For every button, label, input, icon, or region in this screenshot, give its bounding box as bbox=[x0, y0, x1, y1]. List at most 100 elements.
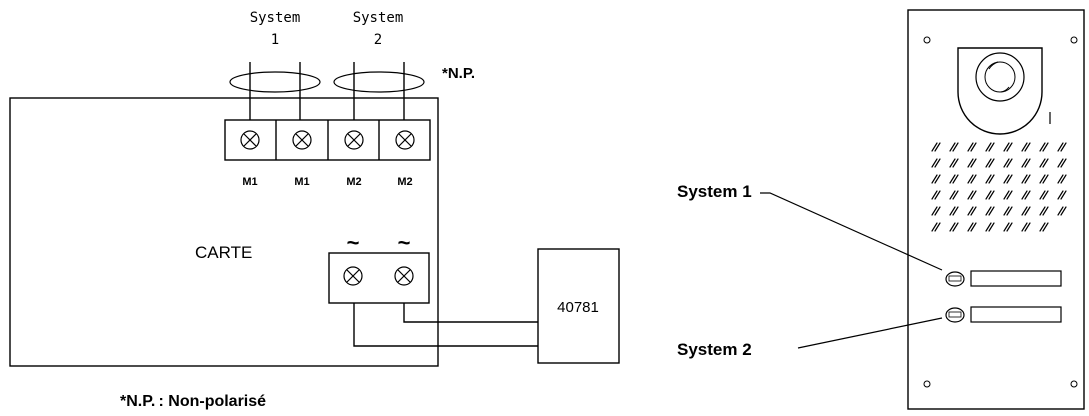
grille-slot bbox=[985, 206, 992, 216]
grille-slot bbox=[1021, 142, 1028, 152]
terminal-screw-icons bbox=[240, 130, 415, 150]
grille-slot bbox=[1057, 174, 1064, 184]
grille-slot bbox=[1057, 158, 1064, 168]
grille-slot bbox=[1057, 190, 1064, 200]
name-tag-1 bbox=[970, 270, 1062, 287]
grille-slot bbox=[931, 222, 938, 232]
grille-slot bbox=[931, 206, 938, 216]
grille-slot bbox=[970, 206, 977, 216]
panel-screw-icons bbox=[923, 36, 1078, 388]
grille-slot bbox=[988, 174, 995, 184]
terminal-label-1: M1 bbox=[242, 176, 257, 188]
call-button-2[interactable] bbox=[945, 306, 1062, 323]
grille-slot bbox=[970, 190, 977, 200]
grille-slot bbox=[952, 142, 959, 152]
speaker-grille-icon bbox=[931, 142, 1067, 232]
grille-slot bbox=[1006, 142, 1013, 152]
system-1-label-num: 1 bbox=[271, 32, 279, 48]
grille-slot bbox=[1039, 174, 1046, 184]
ac-symbol-2: ~ bbox=[398, 230, 411, 255]
call-button-1[interactable] bbox=[945, 270, 1062, 287]
grille-slot bbox=[1003, 174, 1010, 184]
grille-slot bbox=[1042, 174, 1049, 184]
grille-slot bbox=[970, 142, 977, 152]
name-tag-2 bbox=[970, 306, 1062, 323]
grille-slot bbox=[1003, 190, 1010, 200]
footnote: *N.P. : Non-polarisé bbox=[120, 393, 266, 410]
system-1-label-word: System bbox=[250, 10, 301, 26]
grille-slot bbox=[1024, 158, 1031, 168]
grille-slot bbox=[952, 190, 959, 200]
grille-slot bbox=[985, 190, 992, 200]
grille-slot bbox=[949, 222, 956, 232]
grille-slot bbox=[949, 190, 956, 200]
grille-slot bbox=[1003, 142, 1010, 152]
grille-slot bbox=[952, 206, 959, 216]
grille-slot bbox=[1021, 206, 1028, 216]
grille-slot bbox=[1060, 174, 1067, 184]
callout-line-2 bbox=[797, 317, 943, 349]
grille-slot bbox=[985, 174, 992, 184]
grille-slot bbox=[988, 158, 995, 168]
grille-slot bbox=[931, 174, 938, 184]
grille-slot bbox=[967, 158, 974, 168]
grille-slot bbox=[1039, 142, 1046, 152]
grille-slot bbox=[988, 222, 995, 232]
grille-slot bbox=[1042, 206, 1049, 216]
callout-system-1: System 1 bbox=[677, 182, 752, 201]
grille-slot bbox=[934, 190, 941, 200]
grille-slot bbox=[970, 174, 977, 184]
grille-slot bbox=[1024, 222, 1031, 232]
grille-slot bbox=[934, 222, 941, 232]
grille-slot bbox=[1039, 158, 1046, 168]
grille-slot bbox=[1039, 206, 1046, 216]
terminal-block-bus: M1 M1 M2 M2 bbox=[224, 119, 431, 188]
callout-system-2: System 2 bbox=[677, 340, 752, 359]
bus-wires bbox=[249, 62, 405, 120]
grille-slot bbox=[1021, 174, 1028, 184]
grille-slot bbox=[1024, 190, 1031, 200]
grille-slot bbox=[949, 206, 956, 216]
grille-slot bbox=[931, 158, 938, 168]
grille-slot bbox=[988, 142, 995, 152]
grille-slot bbox=[967, 222, 974, 232]
ac-screw-icons bbox=[343, 266, 414, 286]
grille-slot bbox=[970, 222, 977, 232]
grille-slot bbox=[931, 142, 938, 152]
power-wires bbox=[353, 303, 540, 347]
grille-slot bbox=[985, 158, 992, 168]
terminal-block-ac: ~ ~ bbox=[328, 230, 430, 304]
grille-slot bbox=[1024, 142, 1031, 152]
system-labels: System 1 System 2 *N.P. bbox=[250, 10, 475, 82]
grille-slot bbox=[949, 174, 956, 184]
grille-slot bbox=[1042, 222, 1049, 232]
bell-icon bbox=[945, 271, 965, 287]
ac-symbol-1: ~ bbox=[347, 230, 360, 255]
grille-slot bbox=[952, 174, 959, 184]
grille-slot bbox=[1042, 158, 1049, 168]
grille-slot bbox=[1021, 158, 1028, 168]
grille-slot bbox=[1060, 206, 1067, 216]
np-marker: *N.P. bbox=[442, 65, 475, 82]
grille-slot bbox=[952, 158, 959, 168]
grille-slot bbox=[1060, 158, 1067, 168]
grille-slot bbox=[934, 174, 941, 184]
grille-slot bbox=[1060, 142, 1067, 152]
grille-slot bbox=[1024, 174, 1031, 184]
grille-slot bbox=[934, 158, 941, 168]
grille-slot bbox=[1042, 142, 1049, 152]
grille-slot bbox=[934, 142, 941, 152]
grille-slot bbox=[1060, 190, 1067, 200]
grille-slot bbox=[1057, 206, 1064, 216]
grille-slot bbox=[1003, 222, 1010, 232]
board-label: CARTE bbox=[195, 243, 252, 262]
system-2-label-word: System bbox=[353, 10, 404, 26]
grille-slot bbox=[1042, 190, 1049, 200]
carte-board: CARTE bbox=[9, 97, 439, 367]
bell-icon bbox=[945, 307, 965, 323]
grille-slot bbox=[1003, 206, 1010, 216]
callouts: System 1 System 2 bbox=[677, 182, 943, 359]
terminal-label-4: M2 bbox=[397, 176, 412, 188]
grille-slot bbox=[1021, 222, 1028, 232]
